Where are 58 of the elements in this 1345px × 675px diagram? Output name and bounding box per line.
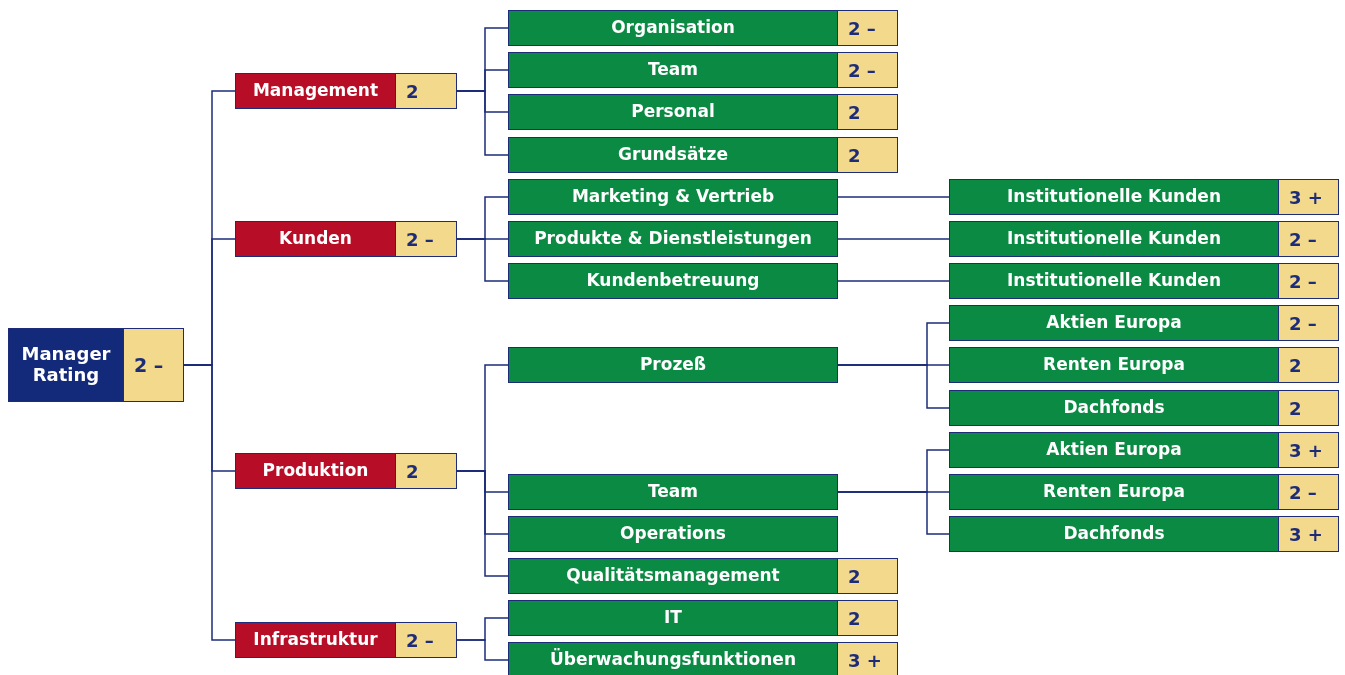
criterion-label: IT	[508, 600, 838, 636]
criterion-label: Operations	[508, 516, 838, 552]
criterion-label: Aktien Europa	[949, 432, 1279, 468]
criterion-label: Institutionelle Kunden	[949, 221, 1279, 257]
category-label: Produktion	[235, 453, 396, 489]
rating-grade: 2	[838, 137, 898, 173]
rating-grade: 3 +	[1279, 516, 1339, 552]
rating-grade: 3 +	[838, 642, 898, 675]
criterion-label: Prozeß	[508, 347, 838, 383]
rating-grade: 2 –	[1279, 474, 1339, 510]
rating-grade: 2 –	[838, 52, 898, 88]
category-label: Management	[235, 73, 396, 109]
criterion-label: Grundsätze	[508, 137, 838, 173]
connector-line	[456, 90, 509, 156]
criterion-label: Renten Europa	[949, 474, 1279, 510]
connector-line	[456, 238, 509, 282]
connector-line	[456, 639, 509, 661]
connector-line	[837, 196, 950, 198]
criterion-label: Team	[508, 52, 838, 88]
rating-grade: 3 +	[1279, 179, 1339, 215]
rating-grade: 2	[838, 600, 898, 636]
criterion-label: Kundenbetreuung	[508, 263, 838, 299]
rating-grade: 2 –	[838, 10, 898, 46]
connector-line	[837, 491, 950, 535]
criterion-label: Dachfonds	[949, 516, 1279, 552]
rating-grade: 2 –	[1279, 263, 1339, 299]
criterion-label: Produkte & Dienstleistungen	[508, 221, 838, 257]
rating-grade: 2	[1279, 347, 1339, 383]
criterion-label: Marketing & Vertrieb	[508, 179, 838, 215]
category-label: Kunden	[235, 221, 396, 257]
rating-grade: 2	[838, 558, 898, 594]
category-label: Infrastruktur	[235, 622, 396, 658]
criterion-label: Institutionelle Kunden	[949, 179, 1279, 215]
criterion-label: Personal	[508, 94, 838, 130]
criterion-label: Institutionelle Kunden	[949, 263, 1279, 299]
connector-line	[837, 238, 950, 240]
rating-grade: 2 –	[396, 221, 457, 257]
connector-line	[837, 280, 950, 282]
criterion-label: Renten Europa	[949, 347, 1279, 383]
criterion-label: Qualitätsmanagement	[508, 558, 838, 594]
rating-grade: 2 –	[396, 622, 457, 658]
rating-grade: 2 –	[1279, 221, 1339, 257]
rating-grade: 2 –	[124, 328, 184, 402]
rating-grade: 2 –	[1279, 305, 1339, 341]
rating-grade: 3 +	[1279, 432, 1339, 468]
criterion-label: Aktien Europa	[949, 305, 1279, 341]
connector-line	[183, 364, 236, 641]
rating-grade: 2	[396, 453, 457, 489]
criterion-label: Überwachungsfunktionen	[508, 642, 838, 675]
rating-grade: 2	[396, 73, 457, 109]
criterion-label: Organisation	[508, 10, 838, 46]
rating-grade: 2	[838, 94, 898, 130]
root-label: Manager Rating	[8, 328, 124, 402]
connector-line	[837, 364, 950, 409]
criterion-label: Team	[508, 474, 838, 510]
criterion-label: Dachfonds	[949, 390, 1279, 426]
rating-grade: 2	[1279, 390, 1339, 426]
connector-line	[456, 470, 509, 577]
